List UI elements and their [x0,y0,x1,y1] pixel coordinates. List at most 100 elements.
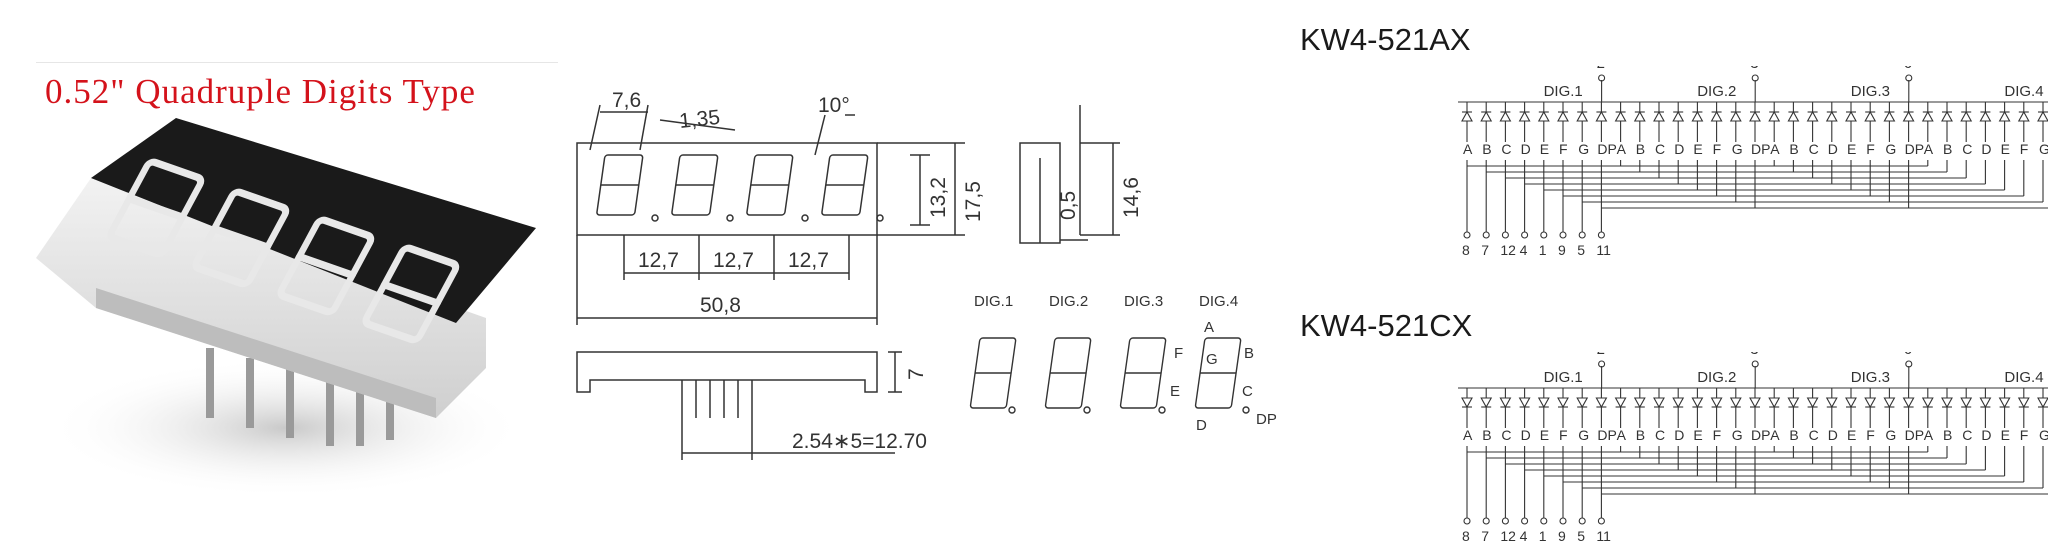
segment-letter: E [1847,427,1856,443]
diode-icon [1614,110,1627,122]
bottom-pin-label: 12 [1500,242,1516,258]
digit-label: DIG.4 [2004,83,2043,100]
bottom-pin-circle [1597,231,1605,239]
common-pin-circle [1598,74,1606,82]
diode-icon [1633,397,1646,409]
bottom-pin-label: 5 [1577,242,1585,258]
segment-d-label: D [1196,417,1207,434]
diode-icon [1672,397,1685,409]
segment-letter: F [2020,427,2029,443]
bottom-pin-label: 7 [1481,528,1489,544]
bottom-pin-circle [1521,231,1529,239]
diode-icon [1614,397,1627,409]
segment-letter: DP [1905,141,1924,157]
segment-letter: DP [1905,427,1924,443]
diode-icon [1518,397,1531,409]
diode-icon [1787,110,1800,122]
diode-icon [1576,397,1589,409]
diode-icon [1845,397,1857,409]
bottom-pins [681,380,753,418]
diode-icon [1902,397,1915,409]
diode-icon [1749,110,1761,122]
legend-digits [969,337,1250,414]
segment-letter: E [1847,141,1856,157]
segment-letter: B [1789,141,1798,157]
bottom-pin-label: 11 [1596,528,1611,544]
bottom-pin-label: 1 [1539,242,1547,258]
diode-icon [1537,110,1550,122]
diode-icon [1768,397,1781,409]
digit-label: DIG.2 [1697,83,1736,100]
segment-letter: F [1713,141,1722,157]
segment-letter: B [1636,141,1645,157]
common-pin-label: 3 [1750,352,1758,358]
diode-icon [1825,110,1838,122]
diode-icon [1921,110,1934,122]
bottom-pin-label: 11 [1596,242,1611,258]
bottom-pin-circle [1578,231,1586,239]
segment-letter: B [1482,427,1491,443]
segment-letter: F [1866,427,1875,443]
dim-side-height: 14,6 [1120,177,1143,218]
dim-digit-width: 7,6 [612,90,641,112]
segment-letter: C [1962,141,1972,157]
segment-letter: B [1789,427,1798,443]
legend-dig-label: DIG.4 [1199,293,1238,310]
diode-icon [1806,110,1819,122]
segment-letter: G [1885,427,1896,443]
segment-letter: C [1809,141,1819,157]
photo-segments [107,158,460,344]
diode-icon [1749,397,1761,409]
bottom-pin-circle [1540,231,1548,239]
segment-letter: D [1521,427,1531,443]
segment-dp-label: DP [1256,411,1277,428]
diode-icon [1653,110,1665,122]
segment-letter: DP [1597,427,1616,443]
bottom-pin-label: 8 [1462,242,1470,258]
diode-icon [1537,397,1550,409]
diode-icon [1941,110,1953,122]
diode-icon [1960,397,1973,409]
segment-letter: E [1540,427,1549,443]
bottom-pin-circle [1501,517,1509,525]
diode-icon [1729,110,1742,122]
segment-letter: D [1521,141,1531,157]
digit-label: DIG.3 [1851,83,1890,100]
diode-icon [1672,110,1685,122]
legend-dig-label: DIG.2 [1049,293,1088,310]
segment-letter: G [2039,141,2048,157]
common-pin-circle [1598,360,1606,368]
diode-icon [1768,110,1781,122]
bottom-pin-circle [1501,231,1509,239]
model-title-anode: KW4-521AX [1300,22,1471,57]
segment-letter: D [1674,427,1684,443]
segment-letter: E [1693,427,1702,443]
segment-letter: C [1501,141,1511,157]
photo-pins [206,348,394,446]
common-pin-label: 6 [1904,66,1912,72]
bottom-pin-circle [1559,231,1567,239]
diode-icon [1557,397,1569,409]
diode-icon [1864,110,1877,122]
diode-icon [1480,110,1493,122]
bottom-pin-label: 7 [1481,242,1489,258]
segment-letter: E [2001,427,2010,443]
segment-e-label: E [1170,383,1180,400]
diode-icon [2017,397,2030,409]
segment-letter: F [1866,141,1875,157]
segment-letter: C [1809,427,1819,443]
segment-letter: D [1828,141,1838,157]
segment-letter: E [1693,141,1702,157]
segment-letter: C [1655,427,1665,443]
segment-letter: D [1981,427,1991,443]
dim-total-width: 50,8 [700,294,741,317]
common-pin-label: 2 [1597,66,1605,72]
segment-letter: A [1617,427,1627,443]
divider-line [36,62,558,63]
diode-icon [1806,397,1819,409]
segment-letter: E [1540,141,1549,157]
diode-icon [1691,110,1704,122]
diode-icon [1653,397,1665,409]
diode-icon [1595,110,1608,122]
digit-label: DIG.1 [1544,83,1583,100]
